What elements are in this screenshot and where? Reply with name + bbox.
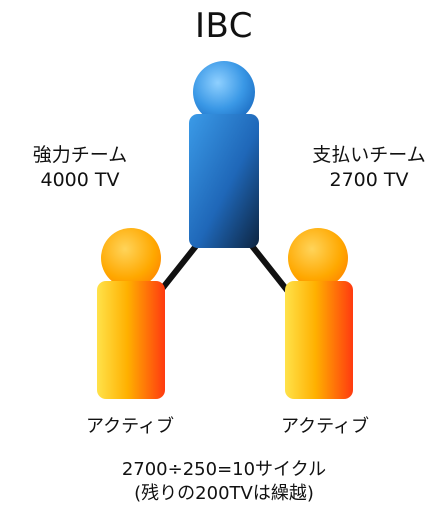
right-team-label: 支払いチーム 2700 TV xyxy=(290,143,448,193)
left-child-label: アクティブ xyxy=(85,416,175,437)
top-person-figure xyxy=(189,61,259,248)
left-team-name: 強力チーム xyxy=(32,144,128,166)
left-team-label: 強力チーム 4000 TV xyxy=(0,143,160,193)
footer-carryover: (残りの200TVは繰越) xyxy=(134,483,314,504)
left-person-figure xyxy=(97,228,165,399)
right-team-tv: 2700 TV xyxy=(329,169,409,191)
right-team-name: 支払いチーム xyxy=(312,144,426,166)
footer-note: 2700÷250=10サイクル (残りの200TVは繰越) xyxy=(0,458,448,506)
left-team-tv: 4000 TV xyxy=(40,169,120,191)
diagram-title: IBC xyxy=(195,6,253,46)
right-child-label: アクティブ xyxy=(280,416,370,437)
footer-calculation: 2700÷250=10サイクル xyxy=(121,459,327,480)
right-person-figure xyxy=(285,228,353,399)
